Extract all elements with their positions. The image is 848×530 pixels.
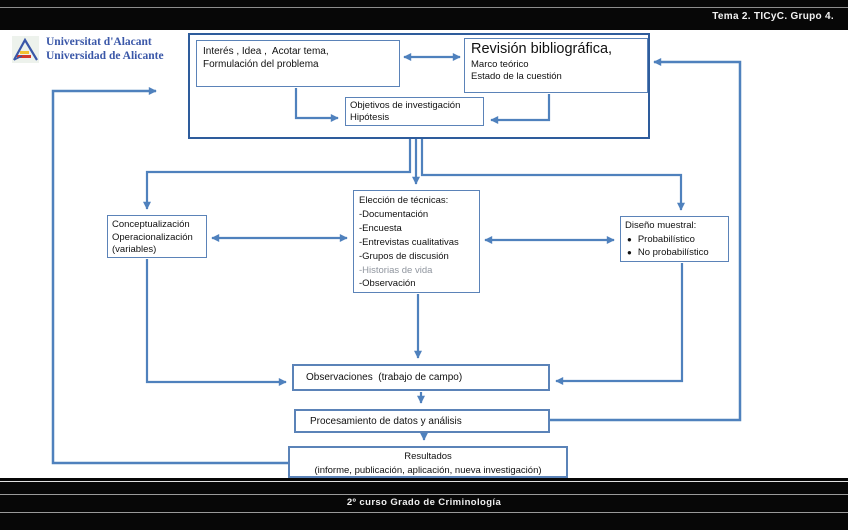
interest-line-2: Formulación del problema xyxy=(203,59,319,70)
concept-line-3: (variables) xyxy=(112,244,157,255)
literature-review-box: Revisión bibliográfica, Marco teórico Es… xyxy=(464,38,648,93)
objectives-hypothesis-box: Objetivos de investigación Hipótesis xyxy=(345,97,484,126)
sampling-item: No probabilístico xyxy=(637,247,709,258)
fieldwork-observations-box: Observaciones (trabajo de campo) xyxy=(292,364,550,391)
conceptualization-box: Conceptualización Operacionalización (va… xyxy=(107,215,207,258)
techniques-box: Elección de técnicas: -Documentación -En… xyxy=(353,190,480,293)
revision-line-1: Marco teórico xyxy=(471,59,529,70)
sampling-item: Probabilístico xyxy=(637,233,695,245)
slide-header-title: Tema 2. TICyC. Grupo 4. xyxy=(712,11,834,22)
techniques-title: Elección de técnicas: xyxy=(359,195,449,206)
sampling-item-row: ● Probabilístico xyxy=(625,233,724,247)
techniques-item: -Grupos de discusión xyxy=(359,250,449,262)
sampling-design-box: Diseño muestral: ● Probabilístico ● No p… xyxy=(620,216,729,262)
techniques-item: -Encuesta xyxy=(359,222,402,234)
interest-line-1: Interés , Idea , Acotar tema, xyxy=(203,46,329,57)
revision-title: Revisión bibliográfica, xyxy=(471,41,613,57)
bottom-bar-divider xyxy=(0,494,848,495)
concept-line-1: Conceptualización xyxy=(112,219,190,230)
objectives-line-1: Objetivos de investigación xyxy=(350,100,461,111)
techniques-item-faded: -Historias de vida xyxy=(359,264,433,276)
university-logo-text: Universitat d'Alacant Universidad de Ali… xyxy=(46,36,164,63)
revision-line-2: Estado de la cuestión xyxy=(471,71,562,82)
university-logo-icon xyxy=(12,36,39,63)
bottom-bar-divider xyxy=(0,512,848,513)
concept-line-2: Operacionalización xyxy=(112,231,193,243)
top-bar: Tema 2. TICyC. Grupo 4. xyxy=(0,0,848,30)
bottom-bar: 2º curso Grado de Criminología xyxy=(0,478,848,530)
sampling-item-row: ● No probabilístico xyxy=(625,246,724,260)
interest-idea-box: Interés , Idea , Acotar tema, Formulació… xyxy=(196,40,400,87)
course-footer-text: 2º curso Grado de Criminología xyxy=(346,497,502,508)
logo-line-1: Universitat d'Alacant xyxy=(46,36,152,48)
objectives-line-2: Hipótesis xyxy=(350,112,390,123)
techniques-item: -Observación xyxy=(359,278,416,290)
bottom-bar-divider xyxy=(0,481,848,482)
data-processing-box: Procesamiento de datos y análisis xyxy=(294,409,550,433)
sampling-title: Diseño muestral: xyxy=(625,220,697,231)
results-box: Resultados (informe, publicación, aplica… xyxy=(288,446,568,478)
bullet-icon: ● xyxy=(627,234,632,244)
university-logo: Universitat d'Alacant Universidad de Ali… xyxy=(12,36,164,63)
bullet-icon: ● xyxy=(627,248,632,257)
techniques-item: -Documentación xyxy=(359,208,429,220)
results-line-2: (informe, publicación, aplicación, nueva… xyxy=(314,465,542,476)
logo-line-2: Universidad de Alicante xyxy=(46,49,164,62)
techniques-item: -Entrevistas cualitativas xyxy=(359,236,459,248)
results-line-1: Resultados xyxy=(404,451,452,462)
top-bar-divider xyxy=(0,7,848,8)
